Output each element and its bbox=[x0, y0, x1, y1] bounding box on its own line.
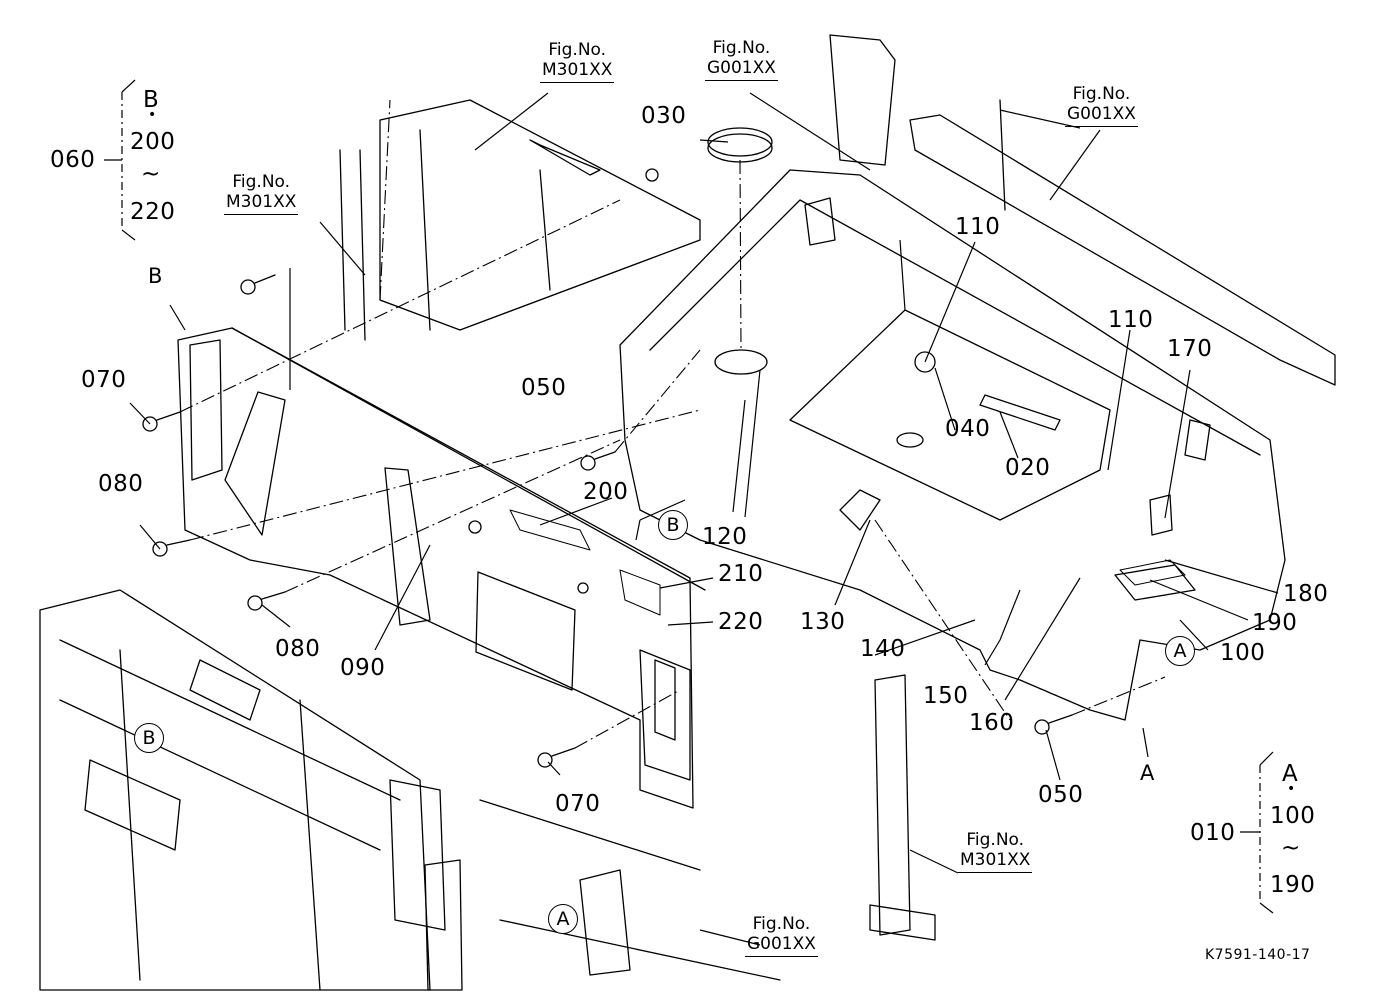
part-060[interactable]: 060 bbox=[50, 147, 96, 173]
group-a-from: 100 bbox=[1270, 803, 1316, 829]
fig-ref-m301-top: Fig.No. M301XX bbox=[540, 40, 615, 83]
part-110-a[interactable]: 110 bbox=[955, 214, 1001, 240]
fig-ref-label: Fig.No. bbox=[712, 38, 771, 58]
part-040[interactable]: 040 bbox=[945, 416, 991, 442]
fig-ref-code[interactable]: M301XX bbox=[958, 850, 1033, 873]
ref-circle-b[interactable]: B bbox=[134, 723, 164, 753]
point-b-label: B bbox=[148, 264, 163, 288]
part-080-a[interactable]: 080 bbox=[98, 471, 144, 497]
stiffener-mid bbox=[384, 467, 431, 626]
fig-ref-label: Fig.No. bbox=[548, 40, 607, 60]
part-020[interactable]: 020 bbox=[1005, 455, 1051, 481]
part-080-b[interactable]: 080 bbox=[275, 636, 321, 662]
group-b-letter: B bbox=[143, 87, 160, 113]
group-b-dot: • bbox=[148, 107, 157, 123]
part-190[interactable]: 190 bbox=[1252, 610, 1298, 636]
ref-circle-b[interactable]: B bbox=[658, 510, 688, 540]
part-220[interactable]: 220 bbox=[718, 609, 764, 635]
fig-ref-m301-left: Fig.No. M301XX bbox=[224, 172, 299, 215]
fig-ref-m301-bottom: Fig.No. M301XX bbox=[958, 830, 1033, 873]
stiffener-left bbox=[224, 391, 286, 536]
part-150[interactable]: 150 bbox=[923, 683, 969, 709]
group-a-letter: A bbox=[1282, 761, 1299, 787]
fig-ref-code[interactable]: G001XX bbox=[1065, 104, 1138, 127]
part-050-b[interactable]: 050 bbox=[1038, 782, 1084, 808]
fig-ref-label: Fig.No. bbox=[752, 914, 811, 934]
part-070-b[interactable]: 070 bbox=[555, 791, 601, 817]
part-210[interactable]: 210 bbox=[718, 561, 764, 587]
part-140[interactable]: 140 bbox=[860, 636, 906, 662]
part-180[interactable]: 180 bbox=[1283, 581, 1329, 607]
panel-plate bbox=[475, 571, 576, 691]
part-130[interactable]: 130 bbox=[800, 609, 846, 635]
group-b-from: 200 bbox=[130, 129, 176, 155]
fig-ref-label: Fig.No. bbox=[1072, 84, 1131, 104]
part-160[interactable]: 160 bbox=[969, 710, 1015, 736]
part-030[interactable]: 030 bbox=[641, 103, 687, 129]
part-070-a[interactable]: 070 bbox=[81, 367, 127, 393]
figure-number: K7591-140-17 bbox=[1205, 947, 1311, 963]
fig-ref-label: Fig.No. bbox=[966, 830, 1025, 850]
fig-ref-g001-top: Fig.No. G001XX bbox=[705, 38, 778, 81]
bed-tub bbox=[619, 169, 1286, 721]
rear-panel bbox=[177, 327, 694, 809]
part-090[interactable]: 090 bbox=[340, 655, 386, 681]
fig-ref-code[interactable]: M301XX bbox=[540, 60, 615, 83]
fig-ref-code[interactable]: M301XX bbox=[224, 192, 299, 215]
part-100[interactable]: 100 bbox=[1220, 640, 1266, 666]
fig-ref-label: Fig.No. bbox=[232, 172, 291, 192]
group-a-to: 190 bbox=[1270, 872, 1316, 898]
part-010[interactable]: 010 bbox=[1190, 820, 1236, 846]
part-110-b[interactable]: 110 bbox=[1108, 307, 1154, 333]
fig-ref-g001-bottom: Fig.No. G001XX bbox=[745, 914, 818, 957]
group-b-tilde: ~ bbox=[141, 161, 161, 187]
ref-circle-a[interactable]: A bbox=[1165, 636, 1195, 666]
part-200[interactable]: 200 bbox=[583, 479, 629, 505]
group-a-dot: • bbox=[1287, 781, 1296, 797]
fig-ref-g001-right: Fig.No. G001XX bbox=[1065, 84, 1138, 127]
chassis-frame bbox=[39, 589, 431, 991]
ref-circle-a[interactable]: A bbox=[548, 904, 578, 934]
group-b-to: 220 bbox=[130, 199, 176, 225]
group-a-tilde: ~ bbox=[1281, 835, 1301, 861]
fig-ref-code[interactable]: G001XX bbox=[705, 58, 778, 81]
part-050-a[interactable]: 050 bbox=[521, 375, 567, 401]
fig-ref-code[interactable]: G001XX bbox=[745, 934, 818, 957]
part-170[interactable]: 170 bbox=[1167, 336, 1213, 362]
part-120[interactable]: 120 bbox=[702, 524, 748, 550]
rear-guard bbox=[829, 34, 896, 166]
support-post bbox=[874, 674, 911, 936]
point-a-label: A bbox=[1140, 761, 1155, 785]
